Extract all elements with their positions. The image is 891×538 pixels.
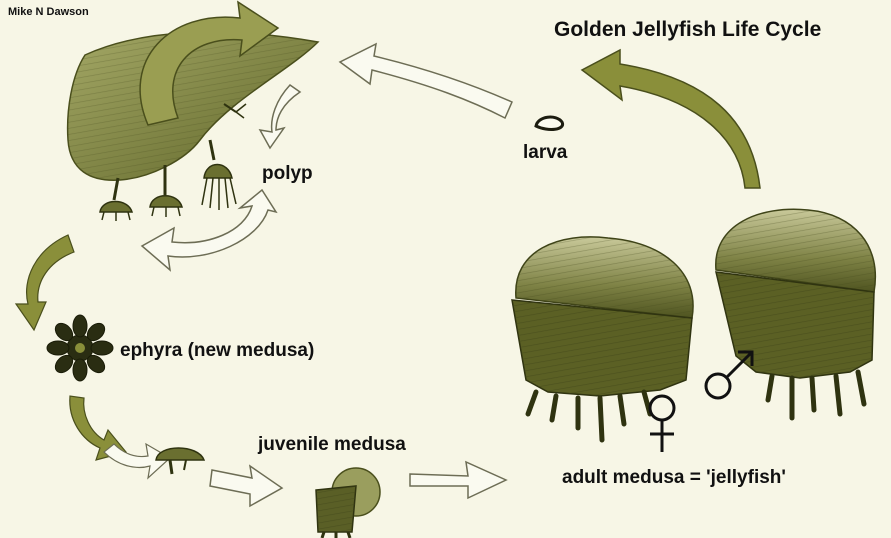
larva-icon xyxy=(536,117,563,129)
stage-label-ephyra: ephyra (new medusa) xyxy=(120,340,314,362)
stage-label-larva: larva xyxy=(523,142,567,164)
author-credit: Mike N Dawson xyxy=(8,6,89,18)
ephyra-icon xyxy=(47,315,113,381)
stage-label-adult: adult medusa = 'jellyfish' xyxy=(562,467,786,489)
diagram-title: Golden Jellyfish Life Cycle xyxy=(554,18,821,42)
stage-label-juvenile: juvenile medusa xyxy=(258,434,406,456)
stage-label-polyp: polyp xyxy=(262,163,313,185)
